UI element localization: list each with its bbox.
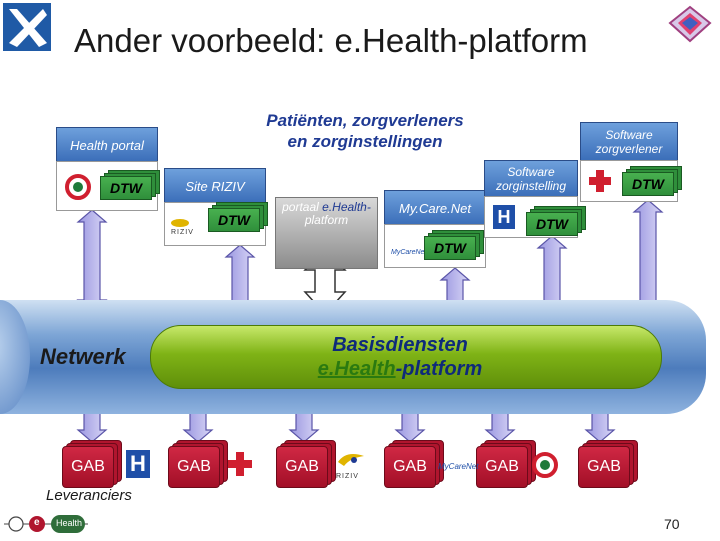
portaal-ehealth-box: portaal e.Health- platform: [275, 197, 378, 269]
portaal-suffix: platform: [304, 213, 349, 227]
portaal-prefix: portaal: [282, 200, 323, 214]
hospital-h-icon: H: [493, 205, 515, 229]
supplier-medical-cross-icon: [228, 452, 252, 476]
portaal-brand: e.Health-: [322, 200, 371, 214]
mycarenet-label: My.Care.Net: [399, 200, 471, 216]
gab-6: GAB: [578, 440, 638, 488]
supplier-riziv-logo: RIZIV: [336, 450, 366, 480]
ehealth-footer-logo: e Health: [4, 512, 88, 536]
dtw-site-riziv: DTW: [208, 202, 268, 232]
core-line-1: Basisdiensten: [332, 334, 468, 356]
sw-verl-line-2: zorgverlener: [595, 142, 663, 156]
site-riziv-label: Site RIZIV: [185, 178, 245, 194]
double-arrow-5: [632, 199, 664, 315]
suppliers-label: Leveranciers: [46, 487, 132, 504]
core-services-label: Basisdiensten e.Health-platform: [280, 333, 520, 381]
riziv-emblem-icon: [338, 454, 364, 466]
core-services-bar: [150, 325, 662, 389]
subtitle-line-2: en zorginstellingen: [287, 132, 443, 151]
sw-inst-line-1: Software: [507, 165, 555, 179]
software-zorgverlener-box: Software zorgverlener: [580, 122, 678, 162]
diamond-logo-icon: [668, 5, 712, 43]
mycarenet-box: My.Care.Net: [384, 190, 486, 226]
network-label: Netwerk: [40, 344, 126, 369]
supplier-mycarenet-logo: MyCareNet: [438, 462, 479, 471]
mycarenet-small-logo: MyCareNet: [391, 249, 427, 256]
health-portal-box: Health portal: [56, 127, 158, 163]
corner-logo-left: [3, 3, 51, 51]
core-brand: e.Health: [317, 358, 396, 380]
gab-5: GAB: [476, 440, 536, 488]
ehealth-logo-icon: [4, 515, 88, 533]
subtitle-line-1: Patiënten, zorgverleners: [266, 111, 464, 130]
software-zorginstelling-box: Software zorginstelling: [484, 160, 578, 198]
sw-verl-line-1: Software: [605, 128, 653, 142]
riziv-logo: RIZIV: [171, 219, 194, 236]
health-portal-label: Health portal: [70, 137, 144, 153]
dtw-software-zorginstelling: DTW: [526, 206, 586, 236]
dtw-software-zorgverlener: DTW: [622, 166, 682, 196]
saltire-icon: [3, 3, 51, 51]
slide-subtitle: Patiënten, zorgverleners en zorginstelli…: [255, 110, 475, 152]
gab-2: GAB: [168, 440, 228, 488]
dtw-mycarenet: DTW: [424, 230, 484, 260]
gab-3: GAB: [276, 440, 336, 488]
supplier-swirl-logo-icon: [532, 452, 558, 478]
gab-1: GAB: [62, 440, 122, 488]
double-arrow-1: [76, 209, 108, 313]
corner-logo-right: [668, 5, 712, 43]
dtw-health-portal: DTW: [100, 170, 160, 200]
swirl-logo-icon: [65, 174, 91, 200]
core-suffix: -platform: [395, 358, 483, 380]
site-riziv-box: Site RIZIV: [164, 168, 266, 204]
supplier-hospital-h-icon: H: [126, 450, 150, 478]
page-number: 70: [664, 516, 680, 532]
sw-inst-line-2: zorginstelling: [495, 179, 567, 193]
medical-cross-icon: [589, 170, 611, 192]
gab-4: GAB: [384, 440, 444, 488]
slide-title: Ander voorbeeld: e.Health-platform: [74, 22, 588, 59]
